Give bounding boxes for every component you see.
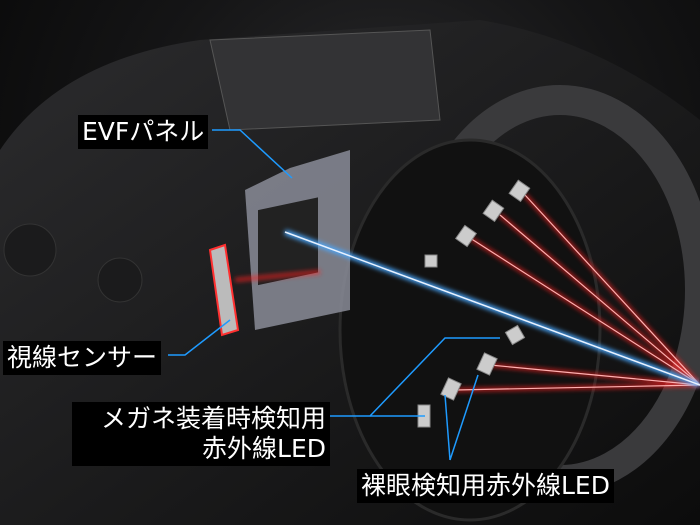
- leader-lines: [168, 129, 500, 461]
- af-button: [3, 223, 57, 277]
- eyepiece-optics: [338, 138, 602, 522]
- dial-button: [97, 257, 143, 303]
- ir-beams: [234, 193, 700, 392]
- glasses-led-label-line1: メガネ装着時検知用: [100, 404, 326, 433]
- evf-panel-label: EVFパネル: [78, 115, 209, 149]
- eye-sensor-label: 視線センサー: [3, 341, 162, 375]
- ir-leds: [417, 179, 531, 428]
- glasses-led-label-line2: 赤外線LED: [202, 434, 326, 463]
- top-plate: [209, 29, 441, 131]
- eye-sensor: [208, 243, 240, 337]
- glasses-led-label: メガネ装着時検知用 赤外線LED: [72, 402, 330, 466]
- evf-screen: [258, 197, 318, 286]
- naked-eye-led-label: 裸眼検知用赤外線LED: [357, 469, 614, 503]
